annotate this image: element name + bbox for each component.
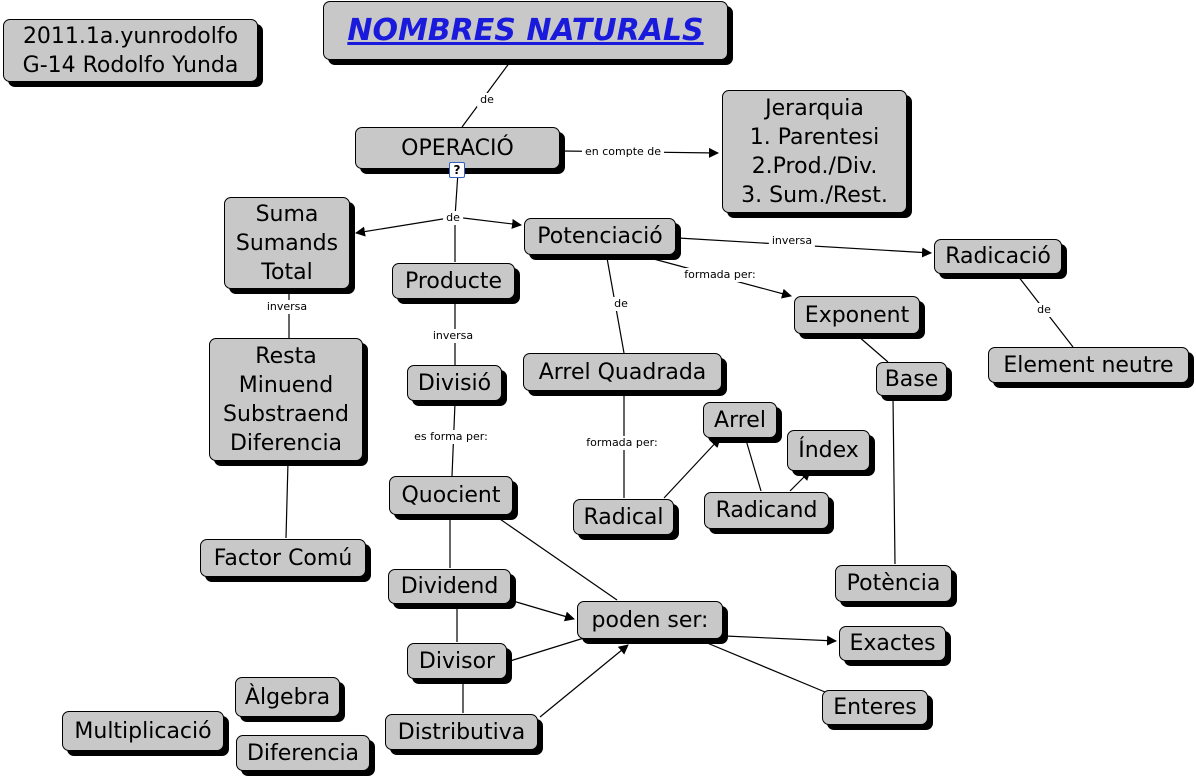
resta-line-1: Resta bbox=[255, 343, 317, 369]
dividend-node[interactable]: Dividend bbox=[388, 569, 511, 604]
arrel-label: Arrel bbox=[714, 407, 766, 433]
resta-line-3: Substraend bbox=[223, 401, 349, 427]
algebra-label: Àlgebra bbox=[244, 684, 331, 710]
element-neutre-node[interactable]: Element neutre bbox=[988, 347, 1189, 383]
jerarquia-line-4: 3. Sum./Rest. bbox=[741, 182, 888, 208]
link-label-de-operacio: de bbox=[443, 211, 463, 225]
multiplicacio-label: Multiplicació bbox=[74, 718, 212, 744]
resource-icon[interactable]: ? bbox=[449, 162, 465, 178]
base-node[interactable]: Base bbox=[876, 362, 947, 396]
index-label: Índex bbox=[798, 438, 859, 463]
link-dividend-poden bbox=[512, 600, 575, 622]
jerarquia-line-1: Jerarquia bbox=[765, 95, 864, 121]
algebra-node[interactable]: Àlgebra bbox=[235, 677, 340, 717]
divisor-node[interactable]: Divisor bbox=[407, 643, 507, 679]
diferencia-label: Diferencia bbox=[246, 740, 360, 766]
link-label-formada-per-pot: formada per: bbox=[681, 268, 759, 282]
link-quocient-poden bbox=[496, 516, 618, 601]
quocient-node[interactable]: Quocient bbox=[389, 476, 513, 515]
quocient-label: Quocient bbox=[401, 483, 501, 508]
base-label: Base bbox=[884, 366, 939, 392]
jerarquia-line-3: 2.Prod./Div. bbox=[751, 153, 878, 179]
radical-label: Radical bbox=[583, 504, 664, 530]
potencia-label: Potència bbox=[846, 571, 941, 596]
suma-node[interactable]: Suma Sumands Total bbox=[224, 197, 350, 289]
link-base-potencia bbox=[892, 396, 896, 565]
link-label-formada-per-arrel: formada per: bbox=[583, 436, 661, 450]
radicand-node[interactable]: Radicand bbox=[704, 492, 829, 529]
jerarquia-node[interactable]: Jerarquia 1. Parentesi 2.Prod./Div. 3. S… bbox=[722, 90, 907, 213]
resta-line-2: Minuend bbox=[238, 372, 334, 398]
radicacio-label: Radicació bbox=[945, 244, 1051, 269]
link-label-es-forma-per: es forma per: bbox=[411, 430, 491, 444]
exactes-label: Exactes bbox=[849, 631, 936, 656]
link-label-de-pot: de bbox=[611, 297, 631, 311]
radical-node[interactable]: Radical bbox=[573, 499, 674, 535]
factor-comu-node[interactable]: Factor Comú bbox=[200, 539, 366, 577]
link-label-de-title: de bbox=[477, 93, 497, 107]
suma-line-1: Suma bbox=[255, 201, 319, 227]
resta-node[interactable]: Resta Minuend Substraend Diferencia bbox=[209, 338, 363, 461]
resta-line-4: Diferencia bbox=[229, 430, 343, 456]
link-radicand-index bbox=[789, 470, 811, 492]
index-node[interactable]: Índex bbox=[787, 430, 870, 471]
link-distributiva-poden bbox=[539, 644, 629, 718]
arrel-quadrada-node[interactable]: Arrel Quadrada bbox=[523, 353, 722, 391]
link-resta-factor bbox=[285, 461, 289, 539]
link-label-inversa-producte: inversa bbox=[429, 329, 477, 343]
operacio-label: OPERACIÓ bbox=[401, 135, 514, 161]
link-label-en-compte-de: en compte de bbox=[581, 145, 665, 159]
link-label-inversa-pot: inversa bbox=[768, 234, 816, 248]
link-label-de-rad: de bbox=[1034, 303, 1054, 317]
exactes-node[interactable]: Exactes bbox=[839, 626, 946, 661]
divisio-node[interactable]: Divisió bbox=[407, 365, 502, 401]
link-divisor-poden bbox=[509, 637, 585, 662]
radicacio-node[interactable]: Radicació bbox=[934, 239, 1062, 274]
arrel-node[interactable]: Arrel bbox=[703, 402, 777, 438]
link-poden-enteres bbox=[699, 639, 826, 693]
factor-comu-label: Factor Comú bbox=[213, 545, 353, 571]
element-neutre-label: Element neutre bbox=[1003, 352, 1174, 378]
link-junction-suma bbox=[355, 216, 456, 237]
distributiva-label: Distributiva bbox=[397, 719, 526, 745]
link-exponent-base bbox=[857, 335, 889, 363]
link-poden-exactes bbox=[724, 635, 837, 646]
link-radical-arrel bbox=[663, 437, 721, 499]
arrel-quadrada-label: Arrel Quadrada bbox=[538, 359, 707, 385]
suma-line-2: Sumands bbox=[235, 230, 339, 256]
divisio-label: Divisió bbox=[417, 370, 492, 396]
title-node[interactable]: NOMBRES NATURALS bbox=[323, 1, 728, 60]
enteres-label: Enteres bbox=[833, 695, 917, 720]
poden-ser-label: poden ser: bbox=[591, 607, 709, 633]
multiplicacio-node[interactable]: Multiplicació bbox=[62, 711, 224, 751]
exponent-label: Exponent bbox=[804, 302, 910, 328]
jerarquia-line-2: 1. Parentesi bbox=[749, 124, 880, 150]
radicand-label: Radicand bbox=[715, 498, 818, 523]
producte-node[interactable]: Producte bbox=[392, 263, 515, 299]
divisor-label: Divisor bbox=[418, 648, 496, 674]
link-operacio-junction bbox=[454, 171, 459, 218]
author-line-2: G-14 Rodolfo Yunda bbox=[22, 52, 239, 78]
exponent-node[interactable]: Exponent bbox=[794, 296, 920, 334]
producte-label: Producte bbox=[404, 268, 503, 294]
author-line-1: 2011.1a.yunrodolfo bbox=[22, 23, 239, 49]
distributiva-node[interactable]: Distributiva bbox=[385, 714, 538, 750]
poden-ser-node[interactable]: poden ser: bbox=[577, 601, 723, 639]
potenciacio-node[interactable]: Potenciació bbox=[524, 218, 676, 255]
potenciacio-label: Potenciació bbox=[537, 224, 663, 249]
page-title: NOMBRES NATURALS bbox=[347, 13, 704, 48]
diferencia-node[interactable]: Diferencia bbox=[236, 735, 370, 771]
link-label-inversa-suma: inversa bbox=[263, 300, 311, 314]
suma-line-3: Total bbox=[261, 259, 313, 285]
potencia-node[interactable]: Potència bbox=[835, 565, 952, 602]
enteres-node[interactable]: Enteres bbox=[822, 690, 928, 725]
link-arrel-radicand bbox=[745, 439, 762, 492]
link-junction-potenciacio bbox=[454, 216, 522, 229]
author-node[interactable]: 2011.1a.yunrodolfo G-14 Rodolfo Yunda bbox=[3, 19, 258, 82]
dividend-label: Dividend bbox=[400, 574, 499, 599]
